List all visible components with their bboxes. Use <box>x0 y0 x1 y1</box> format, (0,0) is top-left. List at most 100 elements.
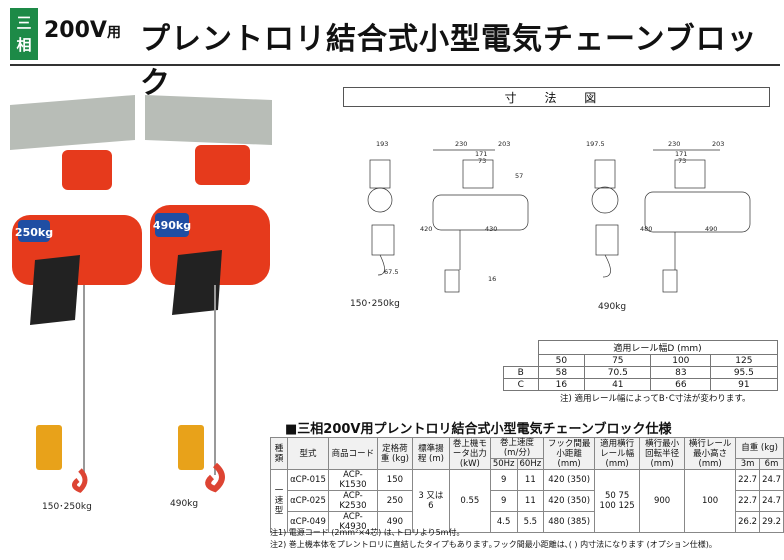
spec-h-weight: 自重 (kg) <box>735 437 784 459</box>
spec-note-2: 注2) 巻上機本体をプレントロリに直結したタイプもあります｡フック間最小距離は､… <box>270 540 713 549</box>
spec-h-height: 横行レール最小高さ (mm) <box>684 437 737 470</box>
spec-title: ■三相200V用プレントロリ結合式小型電気チェーンブロック仕様 <box>285 422 672 437</box>
product-photos: 250kg 490kg <box>10 95 272 493</box>
dim-large-490: 490 <box>705 225 718 233</box>
spec-w3: 22.7 <box>735 490 761 512</box>
rail-cell: 16 <box>537 378 586 391</box>
spec-h-3m: 3m <box>735 458 761 470</box>
spec-h-code: 商品コード <box>327 437 378 470</box>
rail-row-label: C <box>503 378 539 391</box>
dim-small-230: 230 <box>455 140 468 148</box>
rail-cell: 41 <box>584 378 652 391</box>
spec-code: ACP-K2530 <box>327 490 378 512</box>
spec-motor: 0.55 <box>448 469 491 533</box>
spec-h-model: 型式 <box>286 437 329 470</box>
spec-lift: 3 又は 6 <box>411 469 450 533</box>
small-capacity-label: 250kg <box>15 226 53 239</box>
three-phase-badge: 三 相 <box>10 8 38 60</box>
rail-right-image <box>145 95 272 145</box>
large-capacity-label: 490kg <box>153 219 191 232</box>
spec-note-1: 注1) 電源コード (2mm²×4芯) は､トロリより5m付｡ <box>270 528 461 537</box>
dim-small-73: 73 <box>478 157 487 165</box>
rail-cell: 66 <box>650 378 712 391</box>
dim-large-480: 480 <box>640 225 653 233</box>
rail-left-image <box>10 95 135 150</box>
spec-h-motor: 巻上機モータ出力 (kW) <box>448 437 491 470</box>
dim-small-430: 430 <box>485 225 498 233</box>
voltage-label: 200V用 <box>44 18 121 43</box>
spec-load: 250 <box>376 490 413 512</box>
spec-s50: 9 <box>489 469 518 491</box>
rail-width-cell: 50 <box>537 354 586 367</box>
dim-small-57: 57 <box>515 172 524 180</box>
rail-cell: 58 <box>537 366 586 379</box>
dimension-drawings <box>367 149 751 293</box>
spec-h-50hz: 50Hz <box>489 458 518 470</box>
dim-small-67: 67.5 <box>384 268 399 276</box>
rail-cell: 95.5 <box>710 366 778 379</box>
spec-code: ACP-K1530 <box>327 469 378 491</box>
spec-h-load: 定格荷重 (kg) <box>376 437 413 470</box>
hoist-small-image: 250kg <box>12 150 142 493</box>
spec-s60: 11 <box>516 469 545 491</box>
voltage-unit: 用 <box>106 25 121 41</box>
spec-code: ACP-K4930 <box>327 511 378 533</box>
spec-s60: 11 <box>516 490 545 512</box>
spec-kind-cell: 一速型 <box>270 469 288 533</box>
spec-h-rail: 適用横行レール幅 (mm) <box>594 437 641 470</box>
dim-caption-large: 490kg <box>598 302 627 312</box>
rail-width-table: 適用レール幅D (mm) 50 75 100 125 B 58 70.5 83 … <box>503 340 778 391</box>
small-front-view <box>432 149 529 293</box>
spec-notes: 注1) 電源コード (2mm²×4芯) は､トロリより5m付｡ 注2) 巻上機本… <box>270 527 713 551</box>
spec-h-hook: フック間最小距離 (mm) <box>543 437 596 470</box>
dim-small-203: 203 <box>498 140 511 148</box>
rail-width-cell: 75 <box>584 354 652 367</box>
spec-h-speed: 巻上速度 (m/分) <box>489 437 545 459</box>
spec-h-6m: 6m <box>759 458 784 470</box>
spec-h-kind: 種類 <box>270 437 288 470</box>
spec-w6: 29.2 <box>759 511 784 533</box>
badge-bottom: 相 <box>16 36 32 54</box>
spec-w6: 24.7 <box>759 469 784 491</box>
large-front-view <box>644 149 751 293</box>
spec-hook: 420 (350) <box>543 469 596 491</box>
hoist-large-image: 490kg <box>150 145 270 493</box>
small-side-view <box>367 159 395 276</box>
large-side-view <box>591 159 619 278</box>
voltage-value: 200V <box>44 18 107 43</box>
spec-s50: 9 <box>489 490 518 512</box>
photo-caption-small: 150･250kg <box>42 502 92 512</box>
rail-row-label: B <box>503 366 539 379</box>
spec-rail: 50 75 100 125 <box>594 469 641 533</box>
spec-radius: 900 <box>639 469 686 533</box>
spec-load: 490 <box>376 511 413 533</box>
rail-cell: 70.5 <box>584 366 652 379</box>
photo-caption-large: 490kg <box>170 499 199 509</box>
spec-model: αCP-025 <box>286 490 329 512</box>
dim-small-16: 16 <box>488 275 497 283</box>
page-title: プレントロリ結合式小型電気チェーンブロック <box>140 22 758 101</box>
dim-small-193: 193 <box>376 140 389 148</box>
dim-small-420: 420 <box>420 225 433 233</box>
spec-h-lift: 標準揚程 (m) <box>411 437 450 470</box>
rail-width-cell: 100 <box>650 354 712 367</box>
spec-height: 100 <box>684 469 737 533</box>
dim-large-230: 230 <box>668 140 681 148</box>
header-divider <box>10 64 780 66</box>
spec-load: 150 <box>376 469 413 491</box>
spec-table: 種類 型式 商品コード 定格荷重 (kg) 標準揚程 (m) 巻上機モータ出力 … <box>270 437 784 533</box>
rail-table-corner <box>503 340 539 367</box>
rail-width-cell: 125 <box>710 354 778 367</box>
spec-h-radius: 横行最小回転半径 (mm) <box>639 437 686 470</box>
badge-top: 三 <box>16 14 32 32</box>
spec-hook: 420 (350) <box>543 490 596 512</box>
dim-caption-small: 150･250kg <box>350 299 400 309</box>
spec-w3: 22.7 <box>735 469 761 491</box>
dim-large-73: 73 <box>678 157 687 165</box>
dim-large-203: 203 <box>712 140 725 148</box>
spec-w6: 24.7 <box>759 490 784 512</box>
dim-large-197: 197.5 <box>586 140 605 148</box>
spec-w3: 26.2 <box>735 511 761 533</box>
rail-cell: 91 <box>710 378 778 391</box>
rail-cell: 83 <box>650 366 712 379</box>
